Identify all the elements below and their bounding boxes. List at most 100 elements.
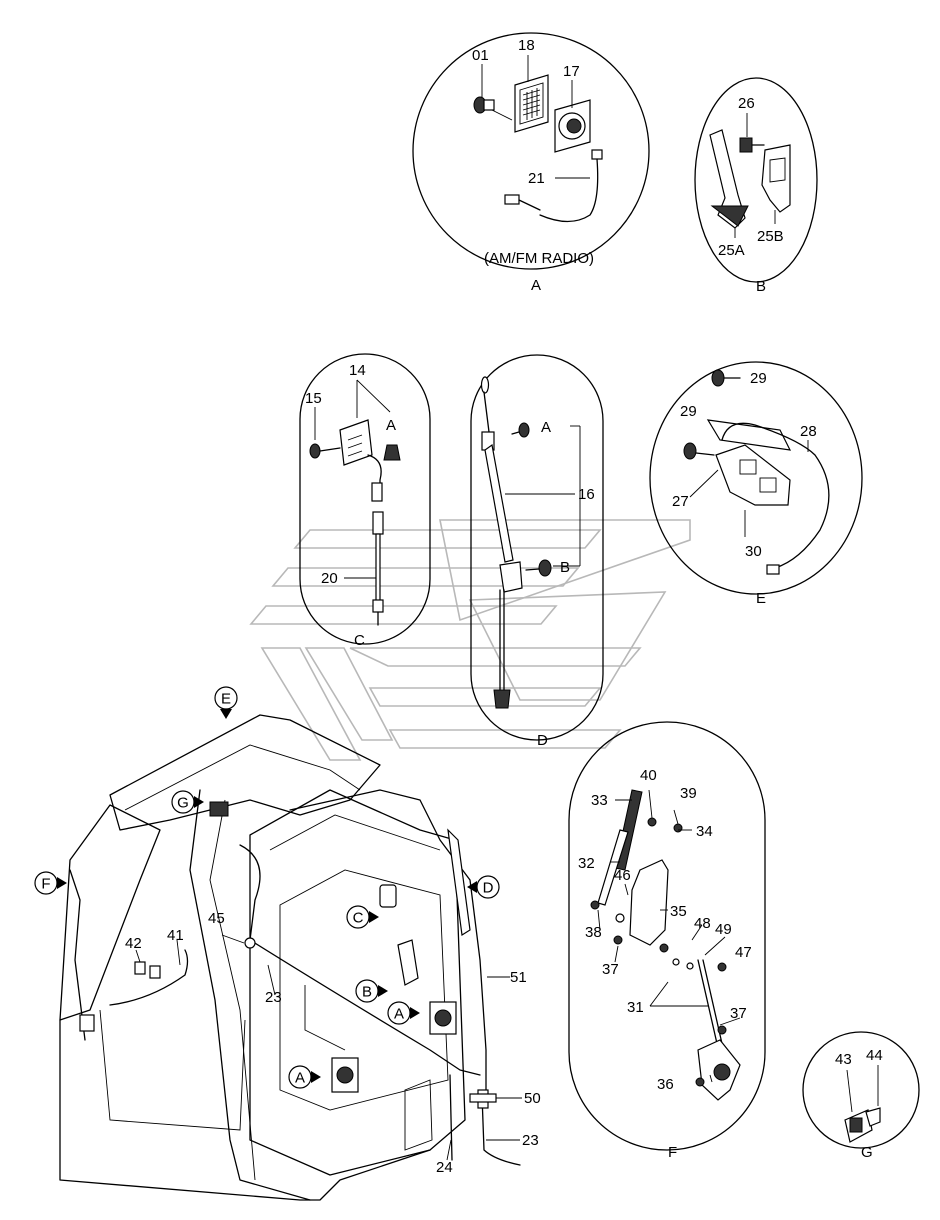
bolt-26	[739, 137, 765, 153]
detail-c-switch	[299, 353, 431, 645]
cab-front-pillar	[189, 789, 311, 1201]
detail-c-letter: C	[354, 632, 365, 649]
detail-g-light	[802, 1031, 920, 1149]
detail-b-letter: B	[756, 278, 766, 295]
callout-c: C	[346, 905, 379, 929]
callout-a-upper-pointer	[410, 1007, 420, 1019]
bolt-b-d	[525, 559, 552, 577]
part-label-40: 40	[640, 767, 657, 784]
callout-f-ring	[34, 871, 58, 895]
watermark-logo	[249, 519, 691, 761]
part-label-42: 42	[125, 935, 142, 952]
callout-e: E	[214, 686, 238, 719]
part-label-25b: 25B	[757, 228, 784, 245]
part-label-47: 47	[735, 944, 752, 961]
callout-d-label: D	[483, 880, 494, 897]
part-label-21: 21	[528, 170, 545, 187]
connector-a-c	[383, 444, 401, 461]
detail-e-outline	[649, 361, 863, 595]
part-label-45: 45	[208, 910, 225, 927]
callout-a-upper-label: A	[394, 1006, 404, 1023]
cover-35	[629, 859, 669, 946]
part-label-24: 24	[436, 1159, 453, 1176]
part-label-48: 48	[694, 915, 711, 932]
cab-left-frame	[59, 804, 161, 1021]
hose-51-route	[289, 789, 487, 1091]
part-label-14: 14	[349, 362, 366, 379]
wiper-arm-32	[597, 829, 629, 906]
detail-f-letter: F	[668, 1144, 677, 1161]
cab-speaker-upper	[429, 1001, 457, 1035]
detail-a-letter: A	[531, 277, 541, 294]
bolt-29-top	[711, 369, 741, 387]
callout-a-upper: A	[387, 1001, 420, 1025]
callout-b: B	[355, 979, 388, 1003]
bracket-27	[706, 419, 792, 451]
part-label-36: 36	[657, 1076, 674, 1093]
part-label-37-left: 37	[602, 961, 619, 978]
tee-50	[469, 1089, 497, 1109]
detail-a-outline	[412, 32, 650, 270]
harness-28	[721, 422, 830, 575]
bolt-a-d	[511, 422, 530, 438]
harness-21	[504, 149, 603, 223]
callout-a-upper-ring	[387, 1001, 411, 1025]
callout-b-label: B	[362, 984, 372, 1001]
part-label-20: 20	[321, 570, 338, 587]
callout-e-label: E	[221, 691, 231, 708]
detail-g-outline	[802, 1031, 920, 1149]
hinge-30	[715, 444, 791, 506]
part-label-32: 32	[578, 855, 595, 872]
part-label-43: 43	[835, 1051, 852, 1068]
motor-assembly	[697, 1039, 741, 1101]
part-label-23-lower: 23	[522, 1132, 539, 1149]
callout-a-lower-pointer	[311, 1071, 321, 1083]
callout-a-lower: A	[288, 1065, 321, 1089]
callout-g: G	[171, 790, 204, 814]
part-label-30: 30	[745, 543, 762, 560]
cab-speaker-lower	[331, 1057, 359, 1093]
callout-f: F	[34, 871, 67, 895]
small-parts-f	[590, 817, 727, 1087]
detail-f-outline	[568, 721, 766, 1151]
cab-wiper-motor	[79, 1014, 95, 1032]
switch-14	[339, 419, 383, 502]
part-label-17: 17	[563, 63, 580, 80]
callout-markers: E G F C D B A A	[34, 686, 500, 1089]
cab-assembly	[59, 714, 522, 1201]
detail-d-letter: D	[537, 732, 548, 749]
callout-b-ring	[355, 979, 379, 1003]
detail-g-letter: G	[861, 1144, 873, 1161]
callout-d-ring	[476, 875, 500, 899]
part-labels: A(AM/FM RADIO)01181721B2625A25BC1415A20D…	[125, 37, 883, 1176]
part-label-18: 18	[518, 37, 535, 54]
hose-20	[372, 511, 384, 626]
part-label-38: 38	[585, 924, 602, 941]
part-label-27: 27	[672, 493, 689, 510]
cab-light-g	[209, 801, 229, 817]
part-label-41: 41	[167, 927, 184, 944]
callout-e-ring	[214, 686, 238, 710]
part-label-29-top: 29	[750, 370, 767, 387]
part-label-26: 26	[738, 95, 755, 112]
arm-31	[697, 959, 724, 1049]
detail-a-note: (AM/FM RADIO)	[484, 250, 594, 267]
speaker-grille-18	[514, 74, 549, 133]
callout-a-lower-ring	[288, 1065, 312, 1089]
part-label-28: 28	[800, 423, 817, 440]
detail-f-wiper	[568, 721, 766, 1151]
detail-b-pedal-bracket	[694, 77, 818, 283]
bracket-25b	[761, 144, 791, 213]
detail-a-radio-speaker	[412, 32, 650, 270]
bolt-15	[309, 443, 341, 459]
clip-42	[134, 961, 161, 979]
part-label-50: 50	[524, 1090, 541, 1107]
part-label-d-a: A	[541, 419, 551, 436]
part-label-d-b: B	[560, 559, 570, 576]
cab-roof	[109, 714, 381, 831]
part-label-44: 44	[866, 1047, 883, 1064]
detail-d-outline	[470, 354, 604, 741]
part-label-33: 33	[591, 792, 608, 809]
part-label-15: 15	[305, 390, 322, 407]
